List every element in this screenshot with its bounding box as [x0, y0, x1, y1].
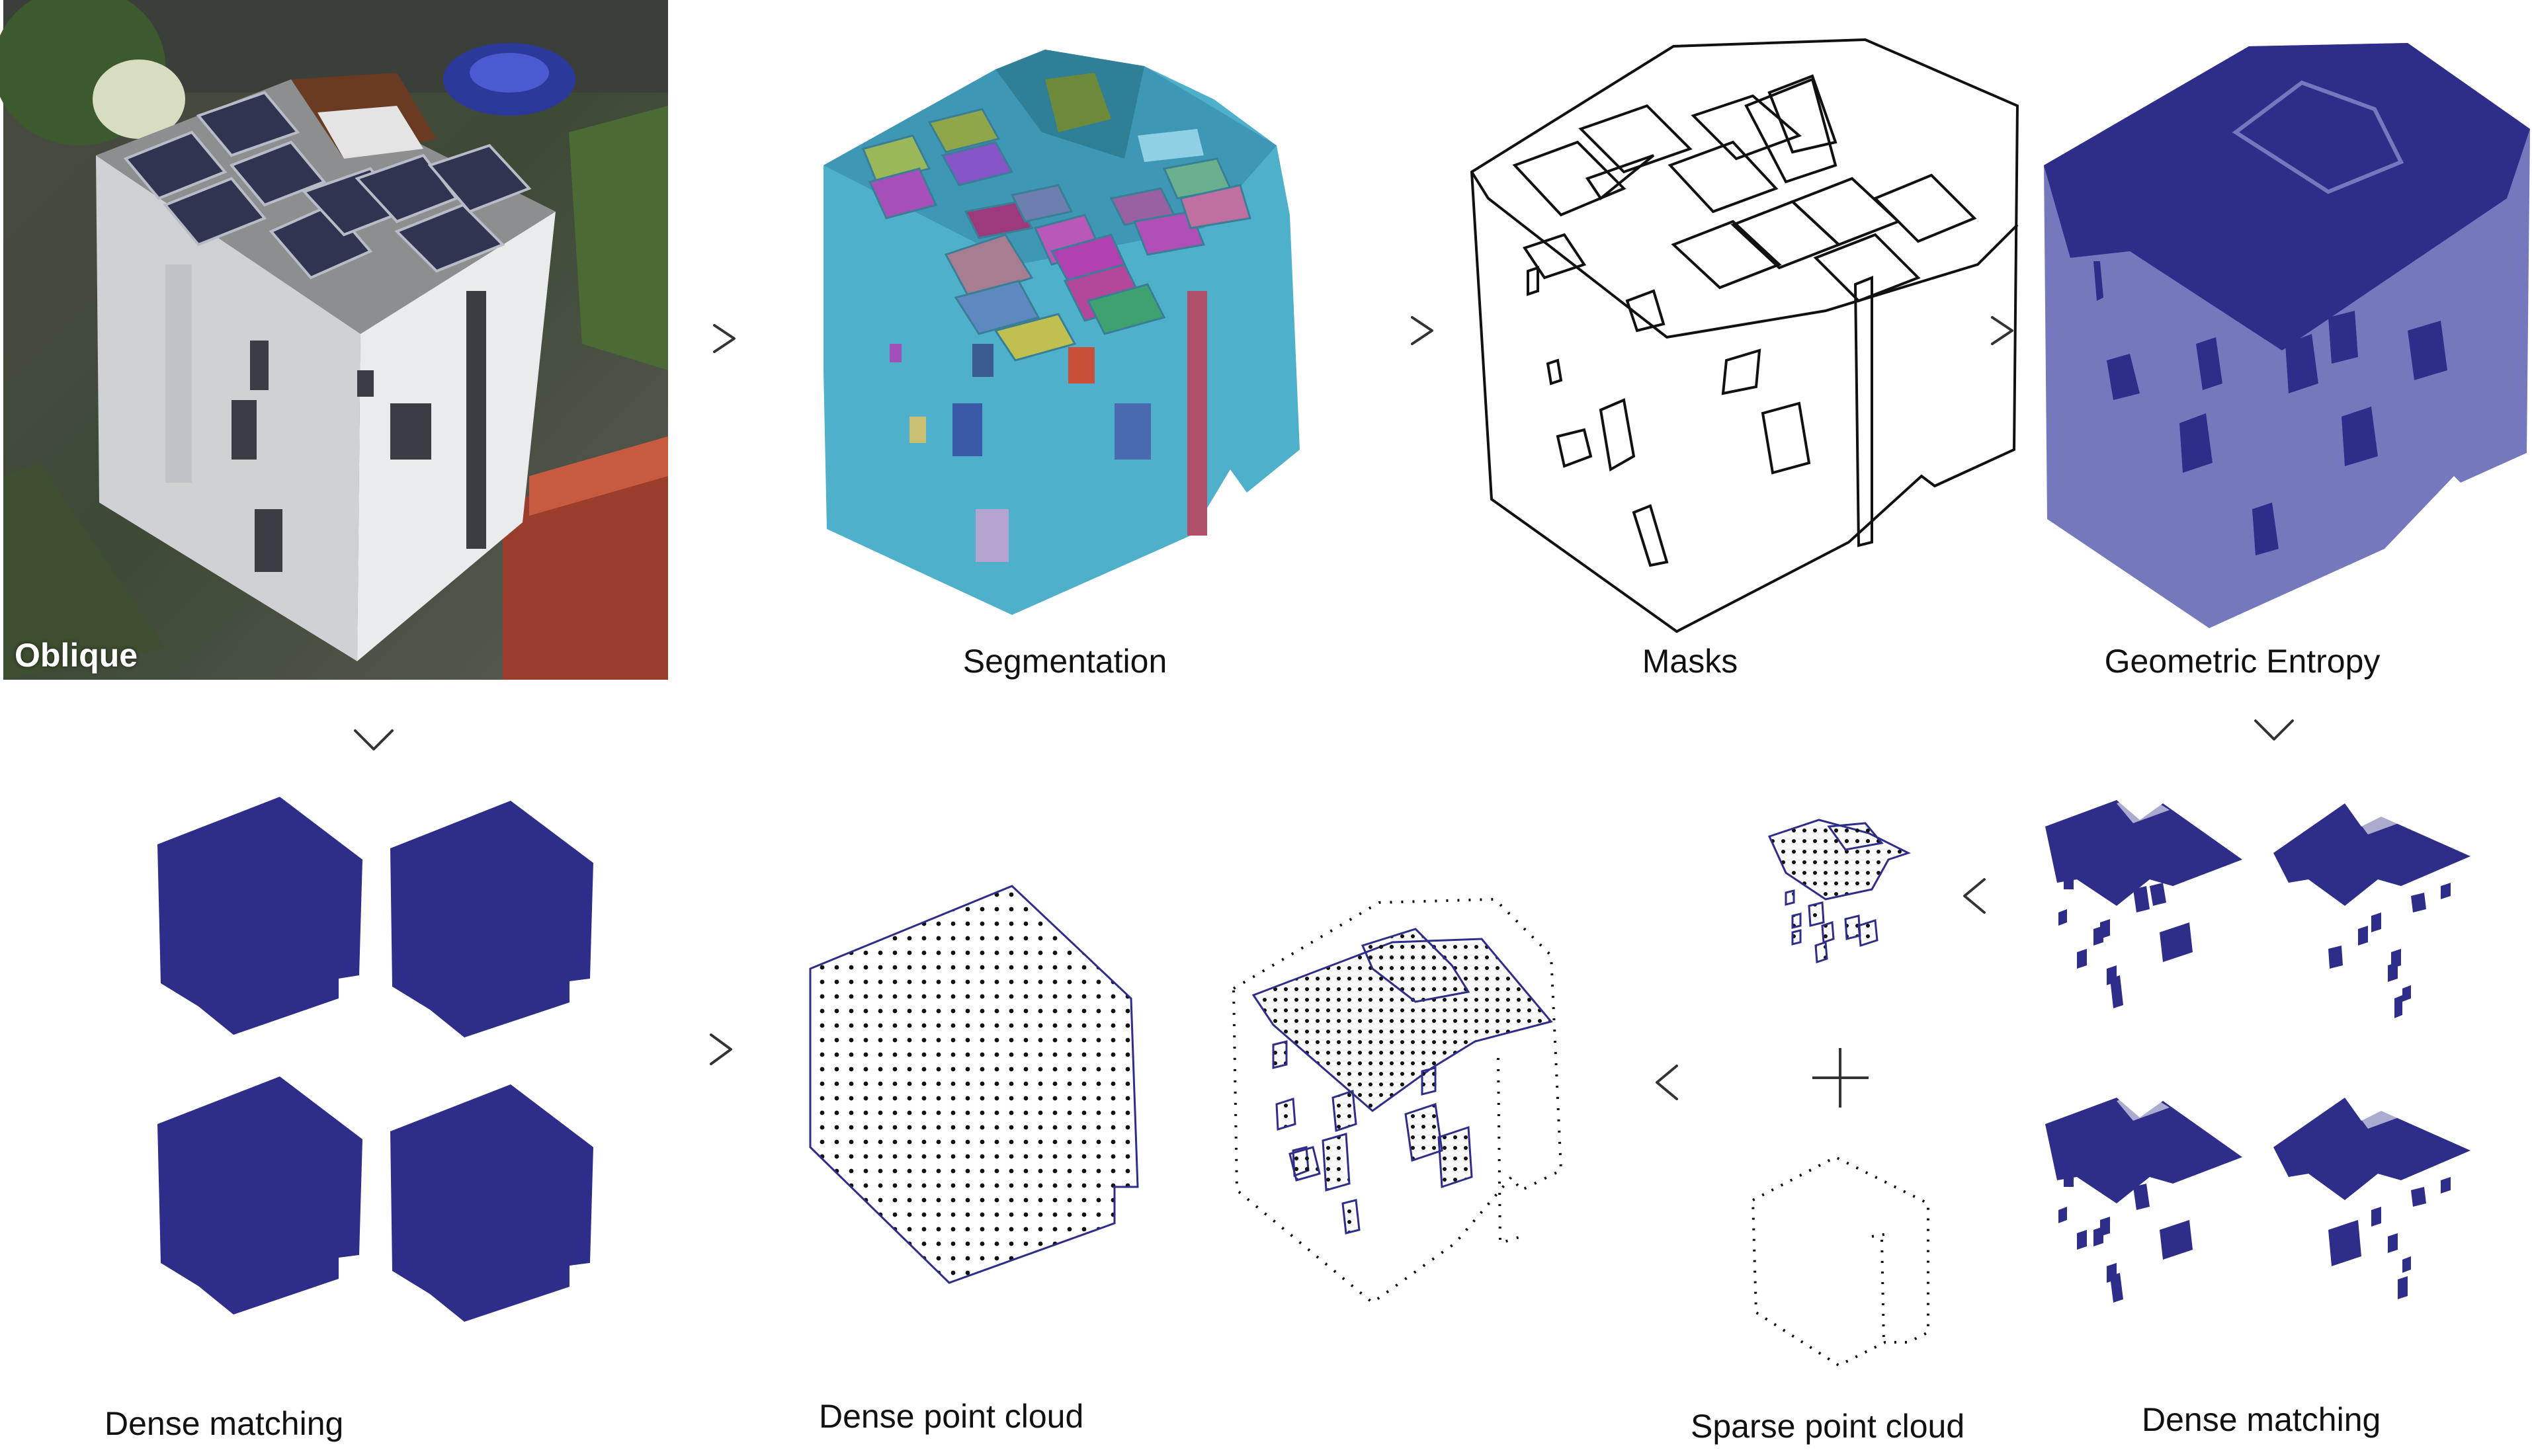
dense-point-cloud-label: Dense point cloud — [819, 1398, 1084, 1435]
segmentation-image — [823, 50, 1300, 615]
arrow-down-2 — [2254, 719, 2294, 741]
arrow-right-2 — [1411, 316, 1433, 345]
masks-drawing — [1470, 38, 2019, 633]
segmentation-label: Segmentation — [962, 643, 1167, 680]
oblique-label: Oblique — [15, 637, 138, 674]
dense-point-cloud-right — [1232, 897, 1563, 1305]
arrow-right-4 — [710, 1033, 732, 1065]
arrow-down-1 — [354, 729, 394, 750]
plus-sign — [1812, 1048, 1869, 1108]
dense-matching-right-label: Dense matching — [2142, 1401, 2381, 1438]
geometric-entropy-image — [2044, 43, 2530, 628]
oblique-photo — [0, 0, 668, 680]
dense-matching-left-label: Dense matching — [105, 1405, 344, 1442]
dense-matching-right-shapes — [2045, 793, 2470, 1303]
geometric-entropy-label: Geometric Entropy — [2104, 643, 2381, 680]
dense-matching-left-shapes — [157, 797, 593, 1322]
arrow-right-3 — [1991, 316, 2013, 345]
arrow-left-2 — [1656, 1065, 1678, 1100]
arrow-left-1 — [1963, 878, 1986, 914]
sparse-point-cloud-bottom — [1751, 1155, 1929, 1367]
sparse-point-cloud-top — [1767, 819, 1911, 964]
arrow-right-1 — [713, 324, 736, 353]
sparse-point-cloud-label: Sparse point cloud — [1691, 1408, 1965, 1445]
dense-point-cloud-left — [809, 885, 1139, 1284]
masks-label: Masks — [1642, 643, 1738, 680]
